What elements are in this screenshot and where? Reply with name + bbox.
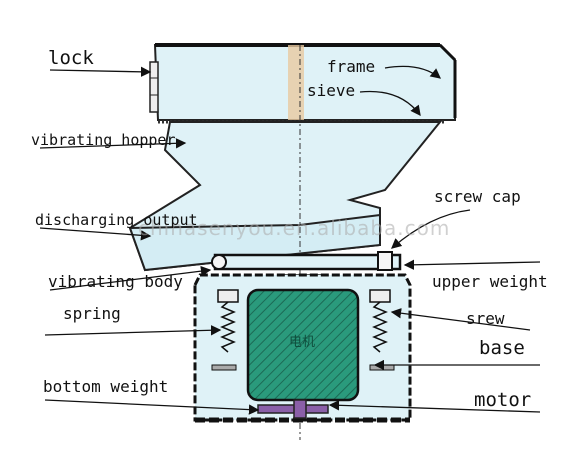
- label-upper-weight: upper weight: [432, 272, 548, 291]
- label-vibrating-hopper: vibrating hopper: [31, 131, 176, 149]
- watermark: chinasenyou.en.alibaba.com: [138, 216, 451, 240]
- spring-left: [217, 289, 239, 353]
- label-spring: spring: [63, 304, 121, 323]
- spring-right: [369, 289, 391, 353]
- frame-box: [153, 44, 456, 121]
- bottom-weight: [257, 404, 329, 414]
- frame-right-edge: [438, 43, 457, 62]
- discharge-outlet: [128, 213, 381, 272]
- label-frame: frame: [327, 57, 376, 76]
- motor-text: 电机: [289, 335, 316, 350]
- screw-cap-left: [211, 254, 227, 270]
- label-discharging-output: discharging output: [35, 211, 198, 229]
- spring-foot-right: [369, 364, 395, 371]
- label-vibrating-body: vibrating body: [48, 272, 183, 291]
- sieve-strip: [288, 45, 304, 120]
- screw-cap-right: [377, 251, 393, 271]
- label-lock: lock: [48, 47, 94, 69]
- vibrating-body-plate: [213, 253, 402, 271]
- label-srew: srew: [466, 309, 505, 328]
- label-screw-cap: screw cap: [434, 187, 521, 206]
- label-base: base: [479, 337, 525, 359]
- spring-foot-left: [211, 364, 237, 371]
- lock-shape: [149, 61, 159, 113]
- label-motor: motor: [474, 389, 532, 411]
- label-sieve: sieve: [307, 81, 356, 100]
- leader-lines: [39, 65, 541, 415]
- label-bottom-weight: bottom weight: [43, 377, 169, 396]
